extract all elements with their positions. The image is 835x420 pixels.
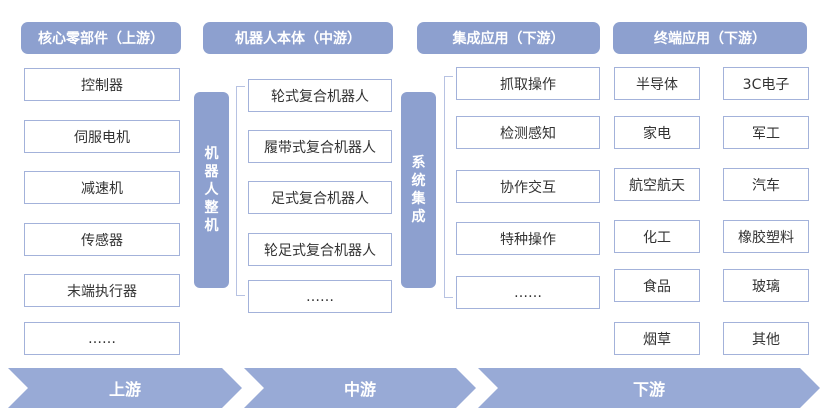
terminal-item: 其他 — [723, 322, 809, 355]
header-midstream: 机器人本体（中游） — [203, 22, 393, 54]
stage-label-upstream: 上游 — [108, 380, 141, 399]
header-integration: 集成应用（下游） — [417, 22, 600, 54]
upstream-item: 传感器 — [24, 223, 180, 256]
terminal-item: 半导体 — [614, 67, 700, 100]
upstream-item: 控制器 — [24, 68, 180, 101]
stage-label-downstream: 下游 — [632, 380, 665, 399]
integration-item: 检测感知 — [456, 116, 600, 149]
header-upstream: 核心零部件（上游） — [21, 22, 181, 54]
stage-arrow-downstream — [478, 368, 820, 408]
stage-arrow-midstream — [244, 368, 476, 408]
integration-label-bar: 系统集成 — [401, 92, 436, 288]
terminal-item: 军工 — [723, 116, 809, 149]
body-bracket — [236, 86, 245, 296]
upstream-item: …… — [24, 322, 180, 355]
upstream-item: 伺服电机 — [24, 120, 180, 153]
integration-label: 系统集成 — [411, 155, 426, 225]
stage-arrow-upstream — [8, 368, 242, 408]
integration-item: 特种操作 — [456, 222, 600, 255]
terminal-item: 航空航天 — [614, 168, 700, 201]
body-item: 轮足式复合机器人 — [248, 233, 392, 266]
header-terminal: 终端应用（下游） — [613, 22, 807, 54]
terminal-item: 家电 — [614, 116, 700, 149]
integration-bracket — [444, 76, 453, 298]
upstream-item: 减速机 — [24, 171, 180, 204]
body-label-bar: 机器人整机 — [194, 92, 229, 288]
integration-item: …… — [456, 276, 600, 309]
terminal-item: 食品 — [614, 269, 700, 302]
body-item: 轮式复合机器人 — [248, 79, 392, 112]
body-item: …… — [248, 280, 392, 313]
terminal-item: 橡胶塑料 — [723, 220, 809, 253]
terminal-item: 化工 — [614, 220, 700, 253]
stage-label-midstream: 中游 — [343, 380, 376, 399]
body-item: 履带式复合机器人 — [248, 130, 392, 163]
integration-item: 协作交互 — [456, 170, 600, 203]
terminal-item: 玻璃 — [723, 269, 809, 302]
upstream-item: 末端执行器 — [24, 274, 180, 307]
terminal-item: 烟草 — [614, 322, 700, 355]
terminal-item: 汽车 — [723, 168, 809, 201]
terminal-item: 3C电子 — [723, 67, 809, 100]
integration-item: 抓取操作 — [456, 67, 600, 100]
body-label: 机器人整机 — [204, 146, 219, 234]
body-item: 足式复合机器人 — [248, 181, 392, 214]
